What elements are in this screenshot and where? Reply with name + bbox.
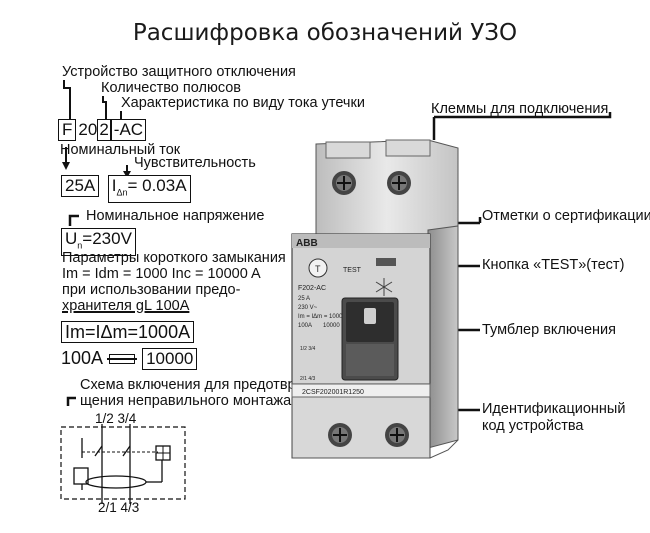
label-rated-voltage: Номинальное напряжение: [86, 208, 265, 224]
label-test-button: Кнопка «TEST»(тест): [482, 257, 625, 273]
rcd-device: ABB T TEST F202-AC 25 A 230 V~ Im = IΔm …: [291, 139, 459, 459]
device-test-label: TEST: [343, 267, 362, 274]
label-id-code-line-2: код устройства: [482, 418, 584, 434]
sens-value: = 0.03A: [127, 176, 187, 195]
im-formula-box: Im=IΔm=1000A: [61, 321, 195, 343]
voltage-value: Un=230V: [61, 228, 136, 257]
short-circuit-line-3: при использовании предо-: [62, 282, 241, 298]
leader-voltage: [68, 214, 79, 226]
device-im: Im = IΔm = 1000 A: [298, 314, 348, 320]
leader-poles: [102, 96, 107, 120]
scheme-caption: Схема включения для предотвра- щения неп…: [80, 377, 309, 409]
code-box-2: 2: [97, 119, 111, 141]
snowflake-icon: [375, 278, 393, 296]
voltage-prefix: U: [65, 229, 78, 248]
leader-device-type: [63, 80, 71, 120]
scheme-line-1: Схема включения для предотвра-: [80, 377, 309, 393]
label-toggle: Тумблер включения: [482, 322, 617, 338]
device-model: F202-AC: [298, 285, 326, 292]
im-formula: Im=IΔm=1000A: [61, 321, 195, 343]
voltage-number: =230V: [82, 229, 132, 248]
fuse-row: 100A 10000: [61, 348, 198, 370]
device-fuse: 100A: [298, 323, 312, 329]
device-terms-bottom: 2/1 4/3: [300, 376, 316, 382]
device-id-code: 2CSF202001R1250: [302, 389, 364, 396]
label-poles: Количество полюсов: [101, 80, 242, 96]
label-sensitivity: Чувствительность: [134, 155, 256, 171]
device-rating: 25 A: [298, 296, 310, 302]
leader-scheme: [66, 396, 76, 406]
code-box-ac: -AC: [110, 119, 147, 141]
sens-sub: Δn: [116, 187, 128, 198]
short-circuit-line-1: Параметры короткого замыкания: [62, 250, 286, 266]
code-20: 20: [78, 120, 98, 139]
fuse-symbol: [107, 354, 138, 365]
device-voltage: 230 V~: [298, 305, 318, 311]
current-box: 25A: [61, 175, 100, 197]
wiring-schematic: [60, 424, 186, 504]
label-leak-char: Характеристика по виду тока утечки: [121, 95, 365, 111]
page-title: Расшифровка обозначений УЗО: [132, 20, 518, 46]
svg-text:T: T: [315, 264, 321, 274]
voltage-box: Un=230V: [61, 228, 136, 257]
arrow-sensitivity: [123, 171, 131, 178]
device-fuse-box: 10000: [323, 323, 340, 329]
test-button: [308, 258, 328, 278]
label-terminals: Клеммы для подключения: [431, 101, 609, 117]
label-certification: Отметки о сертификации: [482, 208, 650, 224]
label-device-type: Устройство защитного отключения: [62, 64, 296, 80]
terminals-bottom-label: 2/1 4/3: [98, 500, 140, 515]
scheme-line-2: щения неправильного монтажа: [80, 393, 292, 409]
fuse-right-box: 10000: [142, 348, 198, 370]
device-terms-top: 1/2 3/4: [300, 346, 316, 352]
label-rated-current: Номинальный ток: [60, 142, 181, 158]
code-box-f: F: [58, 119, 77, 141]
label-id-code-line-1: Идентификационный: [482, 401, 626, 417]
current-values: 25A IΔn= 0.03A: [61, 175, 191, 204]
sensitivity-box: IΔn= 0.03A: [107, 175, 191, 204]
device-brand: ABB: [296, 238, 318, 249]
short-circuit-block: Параметры короткого замыкания Im = Idm =…: [62, 250, 286, 314]
arrow-rated-current: [62, 162, 70, 170]
short-circuit-line-2: Im = Idm = 1000 Inc = 10000 A: [62, 266, 261, 282]
short-circuit-line-4: хранителя gL 100A: [62, 298, 190, 314]
voltage-sub: n: [77, 240, 83, 251]
fuse-left: 100A: [61, 348, 103, 368]
sens-prefix: I: [111, 176, 117, 195]
label-id-code: Идентификационный код устройства: [482, 401, 625, 435]
terminals-top-label: 1/2 3/4: [95, 411, 137, 426]
